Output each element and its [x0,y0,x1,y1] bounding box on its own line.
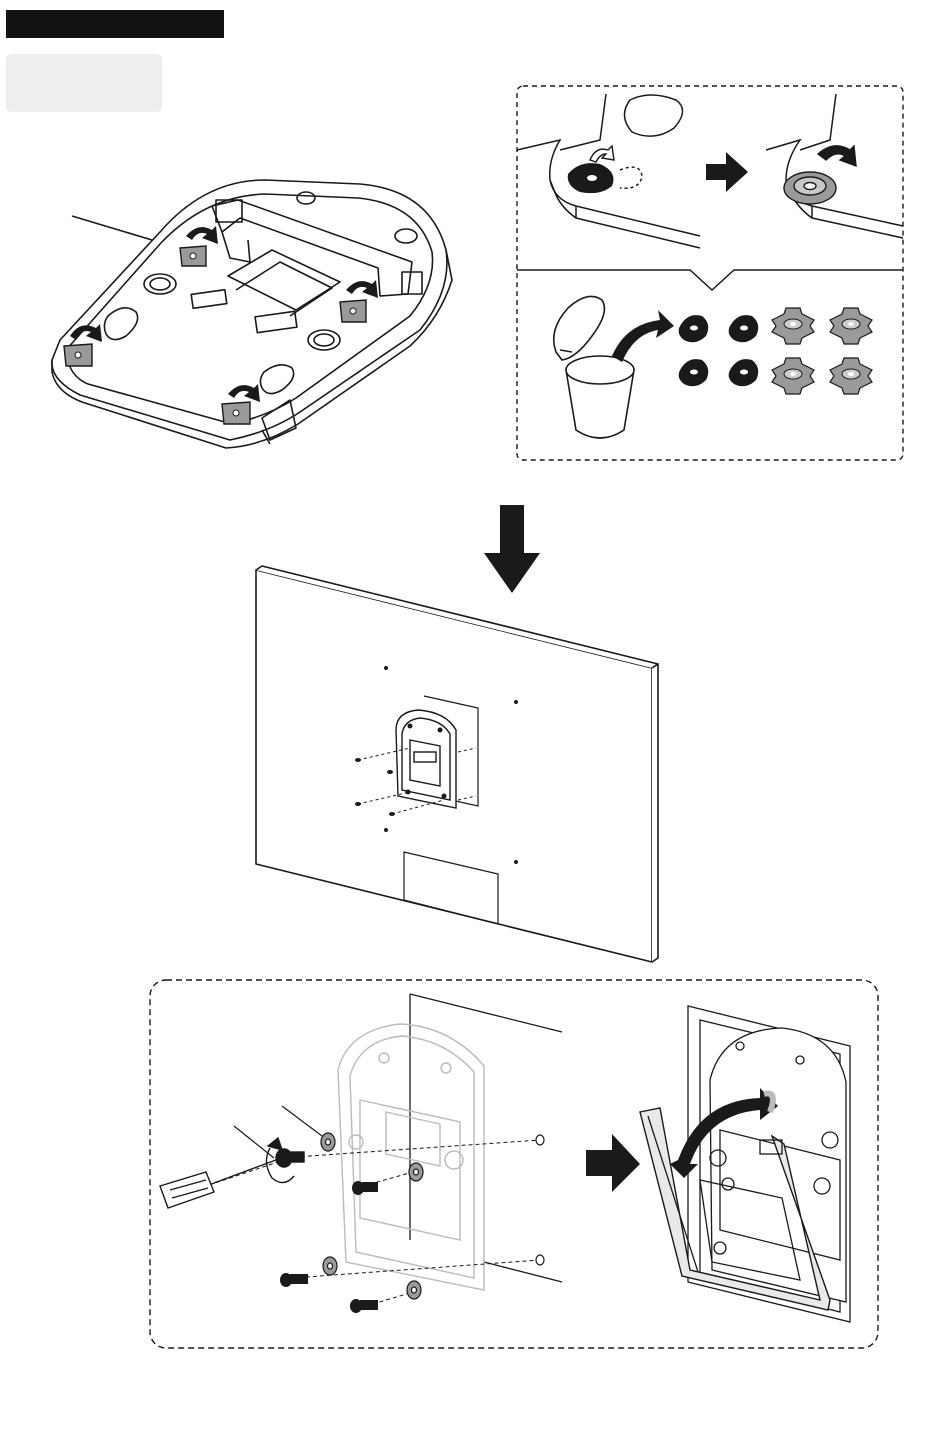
rotate-arrow-icon [818,146,856,166]
rubber-pad-removed [568,146,614,193]
display-panel-back [250,560,660,970]
trash-bin-icon [554,296,634,438]
callout-leader-line [72,216,152,240]
installation-detail-box [145,975,885,1355]
screwdriver-icon [160,1160,276,1208]
right-arrow-icon [586,1134,640,1192]
pad-removal-detail-box [510,80,910,465]
drop-arrow-icon [612,310,674,362]
section-header-bar [6,10,224,38]
step-label-box [6,54,162,112]
right-arrow-icon [706,152,748,192]
mount-plate-illustration [0,150,470,460]
rotate-arrow-icon [590,146,614,162]
